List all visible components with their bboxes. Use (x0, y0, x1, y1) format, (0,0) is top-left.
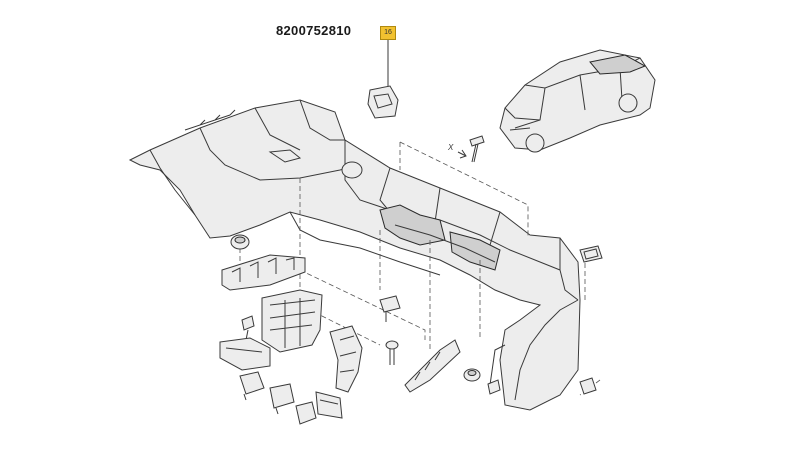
reflector-right (315, 391, 343, 419)
clip-a (239, 371, 265, 401)
reflector-left (219, 337, 271, 371)
screw-top (457, 135, 485, 163)
side-guide-right (404, 339, 461, 393)
car-thumbnail (499, 49, 656, 153)
axis-label: X (448, 143, 454, 152)
clip-b (269, 383, 295, 415)
clip-corner (579, 377, 597, 395)
retainer-clip-right (463, 368, 481, 382)
callout-part-16 (367, 38, 399, 119)
side-bracket-top (579, 245, 603, 263)
clip-small-right (487, 379, 501, 395)
part-number: 8200752810 (276, 23, 352, 38)
clip-small-left (241, 315, 255, 341)
retainer-clip-round (230, 234, 250, 250)
side-guide-left (221, 254, 306, 291)
lower-bracket (329, 325, 363, 393)
rear-bumper (128, 99, 581, 411)
bumper-absorber (261, 289, 323, 353)
callout-badge: 16 (380, 26, 396, 40)
clip-c (295, 401, 317, 425)
screw-center (385, 340, 399, 365)
center-clip (379, 295, 401, 322)
